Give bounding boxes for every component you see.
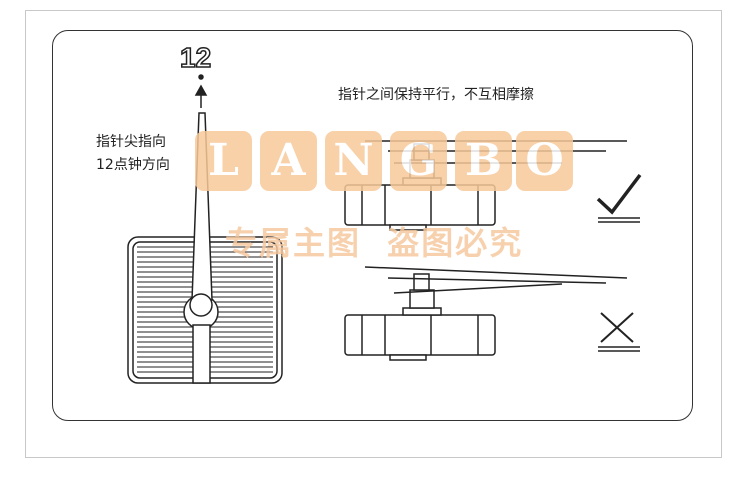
diagram-panel [52, 30, 693, 421]
watermark-letter: N [325, 131, 382, 191]
left-caption-line2: 12点钟方向 [96, 157, 170, 173]
watermark-letter: G [390, 131, 447, 191]
twelve-oclock-label: 12 [179, 41, 212, 74]
image-frame [25, 10, 722, 458]
watermark-text: 专属主图 盗图必究 [225, 224, 524, 262]
check-mark-icon [596, 173, 642, 223]
movement-side-wrong [344, 266, 628, 361]
watermark-letter: L [195, 131, 252, 191]
cross-mark-icon [598, 312, 640, 352]
watermark-letter: O [516, 131, 573, 191]
left-caption-line1: 指针尖指向 [96, 134, 166, 150]
watermark-letter: A [260, 131, 317, 191]
watermark-letter: B [455, 131, 512, 191]
arrow-up-icon [194, 74, 208, 108]
right-caption: 指针之间保持平行，不互相摩擦 [338, 87, 534, 103]
clock-movement-front [127, 112, 283, 384]
